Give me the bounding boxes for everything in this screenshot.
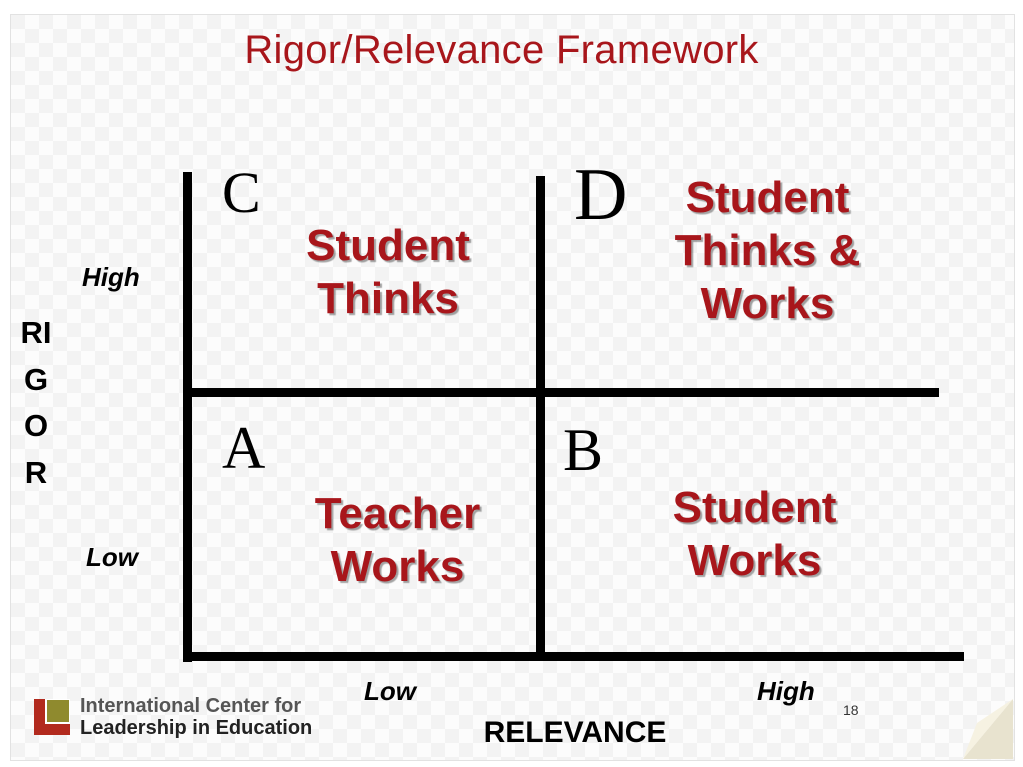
rigor-axis-letter: RI xyxy=(20,315,52,350)
vertical-divider-line xyxy=(536,176,545,657)
quadrant-d-label-line: Student xyxy=(685,173,850,222)
slide-title: Rigor/Relevance Framework xyxy=(244,28,759,72)
page-curl-decoration xyxy=(963,699,1013,759)
quadrant-d-label-line: Thinks & xyxy=(674,225,861,275)
relevance-low-label: Low xyxy=(364,676,416,706)
quadrant-d-label-line: Works xyxy=(700,278,835,328)
quadrant-c-letter: C xyxy=(222,160,261,225)
quadrant-b-label-line: Student xyxy=(672,483,837,532)
relevance-high-label: High xyxy=(757,676,815,706)
slide-background xyxy=(10,14,1015,761)
rigor-axis-letter: R xyxy=(24,454,48,490)
rigor-axis-letter: G xyxy=(23,361,49,397)
quadrant-b-letter: B xyxy=(563,417,604,483)
logo-line-2: Leadership in Education xyxy=(80,717,313,739)
quadrant-c-label: Student Thinks xyxy=(270,220,506,326)
rigor-axis-title: RI G O R xyxy=(8,310,64,496)
relevance-axis-title: RELEVANCE xyxy=(483,716,667,749)
logo-line-1: International Center for xyxy=(80,695,302,717)
vertical-axis-line xyxy=(183,172,192,662)
icle-logo-text: International Center for Leadership in E… xyxy=(80,695,312,739)
quadrant-b-label-line: Works xyxy=(687,535,822,585)
horizontal-divider-line xyxy=(186,388,939,397)
quadrant-b-label: Student Works xyxy=(632,482,877,588)
quadrant-a-label: Teacher Works xyxy=(275,488,520,594)
quadrant-d-letter: D xyxy=(574,154,628,236)
rigor-high-label: High xyxy=(82,262,140,292)
quadrant-d-label: Student Thinks & Works xyxy=(635,172,900,330)
icle-logo: International Center for Leadership in E… xyxy=(34,695,334,741)
rigor-axis-letter: O xyxy=(23,408,49,443)
rigor-low-label: Low xyxy=(86,542,138,572)
quadrant-a-letter: A xyxy=(222,415,266,481)
quadrant-c-label-line: Thinks xyxy=(317,273,459,323)
quadrant-a-label-line: Works xyxy=(330,541,465,591)
horizontal-axis-line xyxy=(183,652,964,661)
quadrant-c-label-line: Student xyxy=(306,221,470,270)
quadrant-a-label-line: Teacher xyxy=(314,489,481,538)
icle-logo-mark-icon xyxy=(34,699,70,735)
page-number: 18 xyxy=(843,702,859,718)
